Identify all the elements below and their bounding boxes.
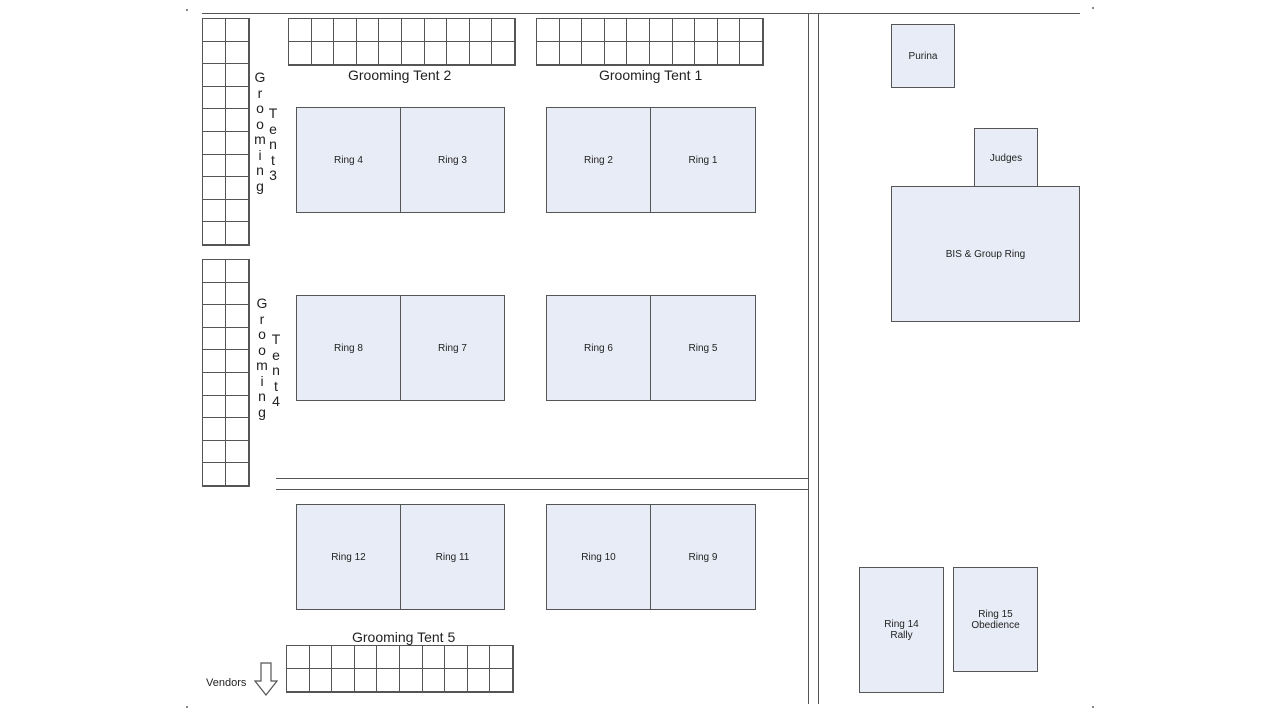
ring-4: Ring 4 (296, 107, 401, 213)
ring-15-obedience: Ring 15 Obedience (953, 567, 1038, 672)
ring-10: Ring 10 (546, 504, 651, 610)
purina-area: Purina (891, 24, 955, 88)
ring-2: Ring 2 (546, 107, 651, 213)
ring-12: Ring 12 (296, 504, 401, 610)
main-road-left (808, 13, 809, 704)
corner-dot (186, 706, 188, 708)
cross-path-top (276, 478, 808, 479)
corner-dot (1092, 706, 1094, 708)
top-road (202, 13, 1080, 14)
corner-dot (1092, 7, 1094, 9)
grooming-tent-2-stalls (288, 18, 516, 66)
grooming-tent-4-stalls (202, 259, 250, 487)
corner-dot (186, 9, 188, 11)
grooming-tent-1-label: Grooming Tent 1 (599, 67, 703, 83)
grooming-tent-3-stalls (202, 18, 250, 246)
vendors-label: Vendors (206, 677, 247, 689)
ring-14-rally: Ring 14 Rally (859, 567, 944, 693)
ring-7: Ring 7 (400, 295, 505, 401)
ring-1: Ring 1 (650, 107, 756, 213)
bis-group-ring: BIS & Group Ring (891, 186, 1080, 322)
grooming-tent-1-stalls (536, 18, 764, 66)
ring-3: Ring 3 (400, 107, 505, 213)
ring-8: Ring 8 (296, 295, 401, 401)
grooming-tent-5-stalls (286, 645, 514, 693)
ring-5: Ring 5 (650, 295, 756, 401)
judges-area: Judges (974, 128, 1038, 188)
grooming-tent-5-label: Grooming Tent 5 (352, 629, 456, 645)
ring-11: Ring 11 (400, 504, 505, 610)
main-road-right (818, 13, 819, 704)
ring-9: Ring 9 (650, 504, 756, 610)
grooming-tent-2-label: Grooming Tent 2 (348, 67, 452, 83)
ring-6: Ring 6 (546, 295, 651, 401)
down-arrow-icon (254, 662, 278, 696)
cross-path-bottom (276, 489, 808, 490)
